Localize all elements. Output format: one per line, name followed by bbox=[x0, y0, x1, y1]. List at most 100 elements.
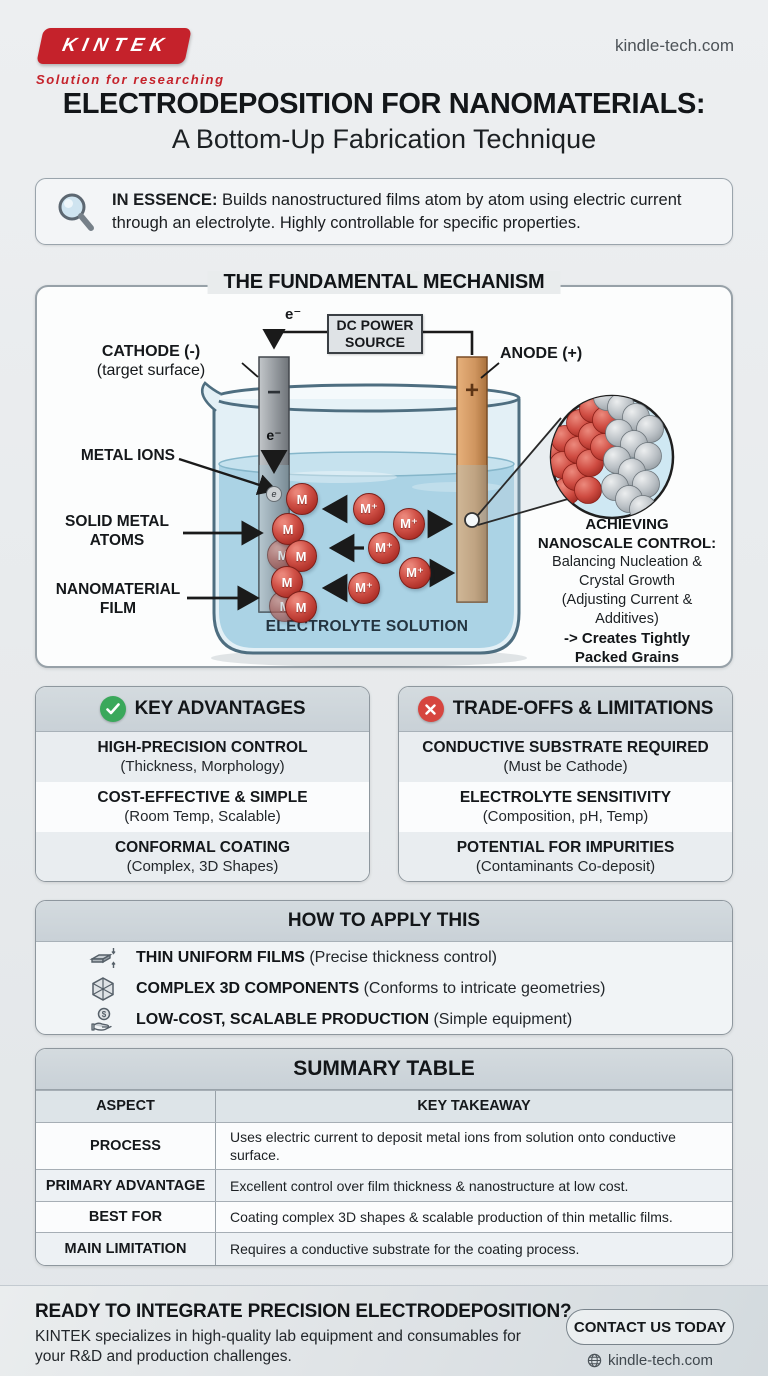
tradeoff-title: CONDUCTIVE SUBSTRATE REQUIRED bbox=[422, 739, 709, 756]
advantage-row: CONFORMAL COATING (Complex, 3D Shapes) bbox=[36, 832, 369, 881]
summary-col-takeaway: KEY TAKEAWAY bbox=[417, 1097, 531, 1114]
table-row: PRIMARY ADVANTAGE Excellent control over… bbox=[36, 1169, 732, 1201]
metal-atom: M bbox=[285, 591, 317, 623]
metal-ion: M⁺ bbox=[393, 508, 425, 540]
cross-icon bbox=[417, 696, 444, 722]
cube-icon bbox=[88, 976, 118, 1002]
apply-item-normal: (Precise thickness control) bbox=[309, 949, 497, 966]
contact-us-button[interactable]: CONTACT US TODAY bbox=[566, 1309, 734, 1345]
film-line2: FILM bbox=[99, 599, 137, 617]
beaker-diagram-art bbox=[178, 328, 675, 667]
summary-aspect-cell: BEST FOR bbox=[36, 1201, 216, 1233]
advantage-title: HIGH-PRECISION CONTROL bbox=[97, 739, 308, 756]
check-icon bbox=[99, 696, 126, 722]
apply-item-text: THIN UNIFORM FILMS (Precise thickness co… bbox=[136, 949, 497, 967]
nanoscale-result1: -> Creates Tightly bbox=[563, 630, 690, 647]
how-to-apply-title: HOW TO APPLY THIS bbox=[36, 901, 732, 942]
tradeoff-title: ELECTROLYTE SENSITIVITY bbox=[459, 789, 672, 806]
apply-item: $ LOW-COST, SCALABLE PRODUCTION (Simple … bbox=[88, 1005, 732, 1034]
dc-power-line1: DC POWER bbox=[336, 317, 414, 334]
metal-atom: M bbox=[286, 483, 318, 515]
footer-website-text[interactable]: kindle-tech.com bbox=[607, 1352, 714, 1369]
tradeoff-title: POTENTIAL FOR IMPURITIES bbox=[456, 839, 675, 856]
metal-ions-label: METAL IONS bbox=[80, 447, 175, 464]
mechanism-panel: THE FUNDAMENTAL MECHANISM bbox=[35, 271, 733, 668]
essence-label: IN ESSENCE: bbox=[112, 190, 218, 209]
anode-plus-sign: + bbox=[464, 377, 479, 404]
advantage-title: COST-EFFECTIVE & SIMPLE bbox=[97, 789, 308, 806]
key-advantages-header: KEY ADVANTAGES bbox=[36, 687, 369, 732]
nanoscale-body3: (Adjusting Current & bbox=[561, 592, 693, 608]
footer-website: kindle-tech.com bbox=[566, 1352, 734, 1369]
page-title: ELECTRODEPOSITION FOR NANOMATERIALS: bbox=[62, 88, 706, 120]
metal-ion: M⁺ bbox=[368, 532, 400, 564]
summary-col-aspect: ASPECT bbox=[36, 1091, 216, 1122]
tradeoff-sub: (Must be Cathode) bbox=[503, 758, 628, 775]
nanoscale-note: ACHIEVING NANOSCALE CONTROL: Balancing N… bbox=[525, 515, 729, 667]
logo-tagline: Solution for researching bbox=[36, 72, 225, 87]
footer-body: KINTEK specializes in high-quality lab e… bbox=[35, 1328, 521, 1366]
summary-table-panel: SUMMARY TABLE ASPECT KEY TAKEAWAY PROCES… bbox=[35, 1048, 733, 1266]
apply-item-bold: COMPLEX 3D COMPONENTS bbox=[136, 980, 360, 997]
solid-metal-line2: ATOMS bbox=[89, 531, 145, 549]
dc-power-line2: SOURCE bbox=[345, 334, 405, 350]
apply-item: COMPLEX 3D COMPONENTS (Conforms to intri… bbox=[88, 974, 732, 1004]
tradeoff-sub: (Composition, pH, Temp) bbox=[482, 808, 649, 825]
tradeoff-sub: (Contaminants Co-deposit) bbox=[475, 858, 656, 875]
table-row: PROCESS Uses electric current to deposit… bbox=[36, 1121, 732, 1170]
table-row: MAIN LIMITATION Requires a conductive su… bbox=[36, 1232, 732, 1265]
table-row: BEST FOR Coating complex 3D shapes & sca… bbox=[36, 1200, 732, 1233]
metal-ion: M⁺ bbox=[348, 572, 380, 604]
nanoscale-body1: Balancing Nucleation & bbox=[552, 554, 702, 570]
advantage-row: HIGH-PRECISION CONTROL (Thickness, Morph… bbox=[36, 732, 369, 782]
summary-aspect-cell: MAIN LIMITATION bbox=[36, 1233, 216, 1265]
apply-item-text: LOW-COST, SCALABLE PRODUCTION (Simple eq… bbox=[136, 1011, 572, 1029]
footer-heading: READY TO INTEGRATE PRECISION ELECTRODEPO… bbox=[35, 1301, 572, 1322]
essence-box: IN ESSENCE: Builds nanostructured films … bbox=[35, 178, 733, 245]
tradeoff-row: POTENTIAL FOR IMPURITIES (Contaminants C… bbox=[399, 832, 732, 881]
metal-ion: M⁺ bbox=[353, 493, 385, 525]
cathode-minus-sign: − bbox=[266, 379, 281, 406]
nanomaterial-film-label: NANOMATERIAL FILM bbox=[55, 581, 181, 619]
electron-dot: e bbox=[266, 486, 282, 502]
summary-aspect-cell: PRIMARY ADVANTAGE bbox=[36, 1170, 216, 1201]
nanoscale-result2: Packed Grains bbox=[574, 649, 680, 666]
apply-item: THIN UNIFORM FILMS (Precise thickness co… bbox=[88, 943, 732, 973]
dc-power-source-box: DC POWER SOURCE bbox=[327, 314, 423, 354]
thin-film-icon bbox=[88, 946, 118, 970]
advantage-row: COST-EFFECTIVE & SIMPLE (Room Temp, Scal… bbox=[36, 782, 369, 832]
apply-item-bold: THIN UNIFORM FILMS bbox=[136, 949, 305, 966]
kintek-logo: KINTEK bbox=[36, 28, 192, 64]
apply-item-normal: (Conforms to intricate geometries) bbox=[363, 980, 606, 997]
key-advantages-title: KEY ADVANTAGES bbox=[134, 698, 306, 719]
essence-text: IN ESSENCE: Builds nanostructured films … bbox=[112, 189, 724, 235]
summary-takeaway-cell: Coating complex 3D shapes & scalable pro… bbox=[230, 1209, 673, 1226]
key-advantages-panel: KEY ADVANTAGES HIGH-PRECISION CONTROL (T… bbox=[35, 686, 370, 882]
footer-cta: READY TO INTEGRATE PRECISION ELECTRODEPO… bbox=[0, 1285, 768, 1376]
cathode-label: CATHODE (-) (target surface) bbox=[57, 342, 245, 380]
tradeoffs-title: TRADE-OFFS & LIMITATIONS bbox=[452, 698, 714, 719]
summary-takeaway-cell: Excellent control over film thickness & … bbox=[230, 1177, 629, 1194]
advantage-sub: (Complex, 3D Shapes) bbox=[126, 858, 279, 875]
magnifier-icon bbox=[58, 193, 94, 231]
website-text-top[interactable]: kindle-tech.com bbox=[614, 36, 734, 55]
apply-item-text: COMPLEX 3D COMPONENTS (Conforms to intri… bbox=[136, 980, 605, 998]
tradeoff-row: ELECTROLYTE SENSITIVITY (Composition, pH… bbox=[399, 782, 732, 832]
globe-icon bbox=[587, 1353, 602, 1368]
summary-aspect-cell: PROCESS bbox=[36, 1122, 216, 1170]
apply-item-bold: LOW-COST, SCALABLE PRODUCTION bbox=[136, 1011, 429, 1028]
electron-flow-label: e⁻ bbox=[266, 427, 282, 443]
advantage-title: CONFORMAL COATING bbox=[114, 839, 291, 856]
tradeoffs-panel: TRADE-OFFS & LIMITATIONS CONDUCTIVE SUBS… bbox=[398, 686, 733, 882]
solid-metal-line1: SOLID METAL bbox=[65, 513, 169, 530]
cathode-label-sub: (target surface) bbox=[96, 362, 206, 380]
nanoscale-heading1: ACHIEVING bbox=[585, 516, 669, 533]
how-to-apply-panel: HOW TO APPLY THIS THIN UNIFORM FILMS (Pr… bbox=[35, 900, 733, 1035]
hand-coin-icon: $ bbox=[88, 1007, 118, 1033]
nanoscale-body2: Crystal Growth bbox=[579, 573, 675, 589]
summary-table-title: SUMMARY TABLE bbox=[36, 1049, 732, 1090]
advantage-sub: (Room Temp, Scalable) bbox=[124, 808, 281, 825]
cathode-label-main: CATHODE (-) bbox=[101, 343, 201, 360]
advantage-sub: (Thickness, Morphology) bbox=[120, 758, 285, 775]
electron-label-top: e⁻ bbox=[285, 306, 302, 323]
